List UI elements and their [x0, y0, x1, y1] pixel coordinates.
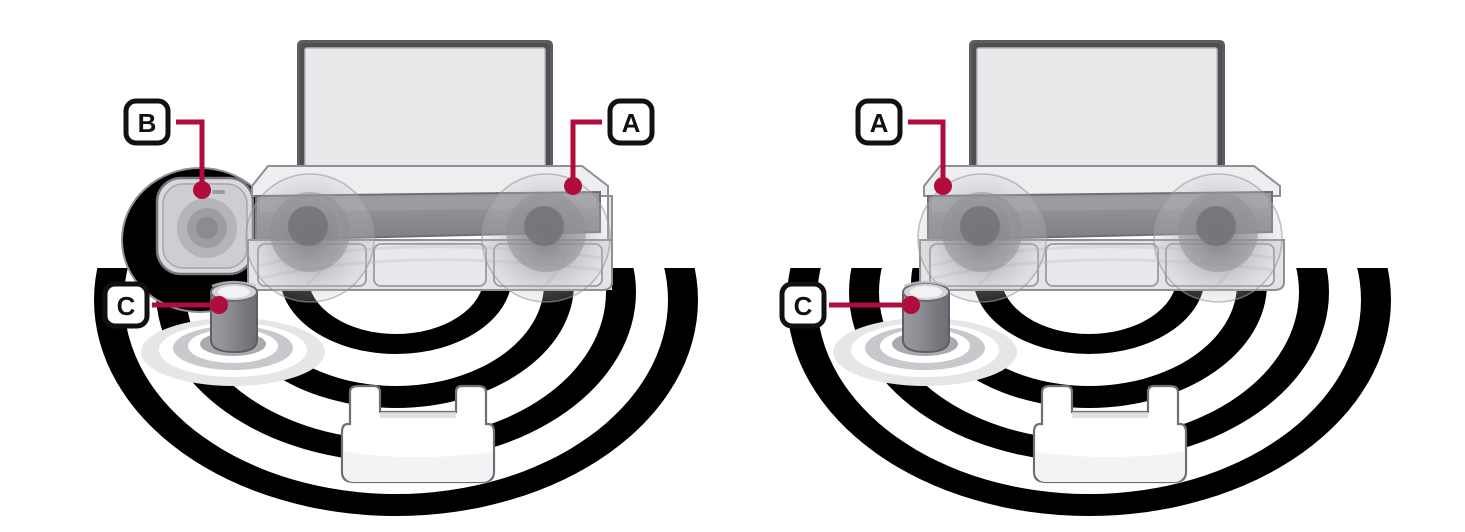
callout-label-b: B — [138, 108, 157, 138]
up-firing-cylinder-speaker — [902, 280, 950, 354]
diagram-panel-right: A C — [733, 0, 1465, 532]
callout-label-a: A — [622, 108, 641, 138]
diagram-panel-left: B A C — [0, 0, 732, 532]
callout-label-c: C — [117, 291, 136, 321]
callout-b[interactable]: B — [123, 98, 211, 199]
tv-panel — [968, 40, 1226, 185]
callout-a[interactable]: A — [564, 98, 655, 195]
callout-a[interactable]: A — [855, 98, 952, 195]
callout-label-a: A — [870, 108, 889, 138]
callout-label-c: C — [794, 291, 813, 321]
tv-panel — [296, 40, 554, 185]
soundbar-unit — [917, 165, 1285, 303]
listening-position-sofa — [1032, 384, 1188, 484]
callout-c[interactable]: C — [102, 281, 228, 329]
soundbar-unit — [245, 165, 613, 303]
rear-surround-speaker — [121, 167, 279, 313]
callout-c[interactable]: C — [779, 281, 920, 329]
listening-position-sofa — [340, 384, 496, 484]
up-firing-cylinder-speaker — [210, 280, 258, 354]
